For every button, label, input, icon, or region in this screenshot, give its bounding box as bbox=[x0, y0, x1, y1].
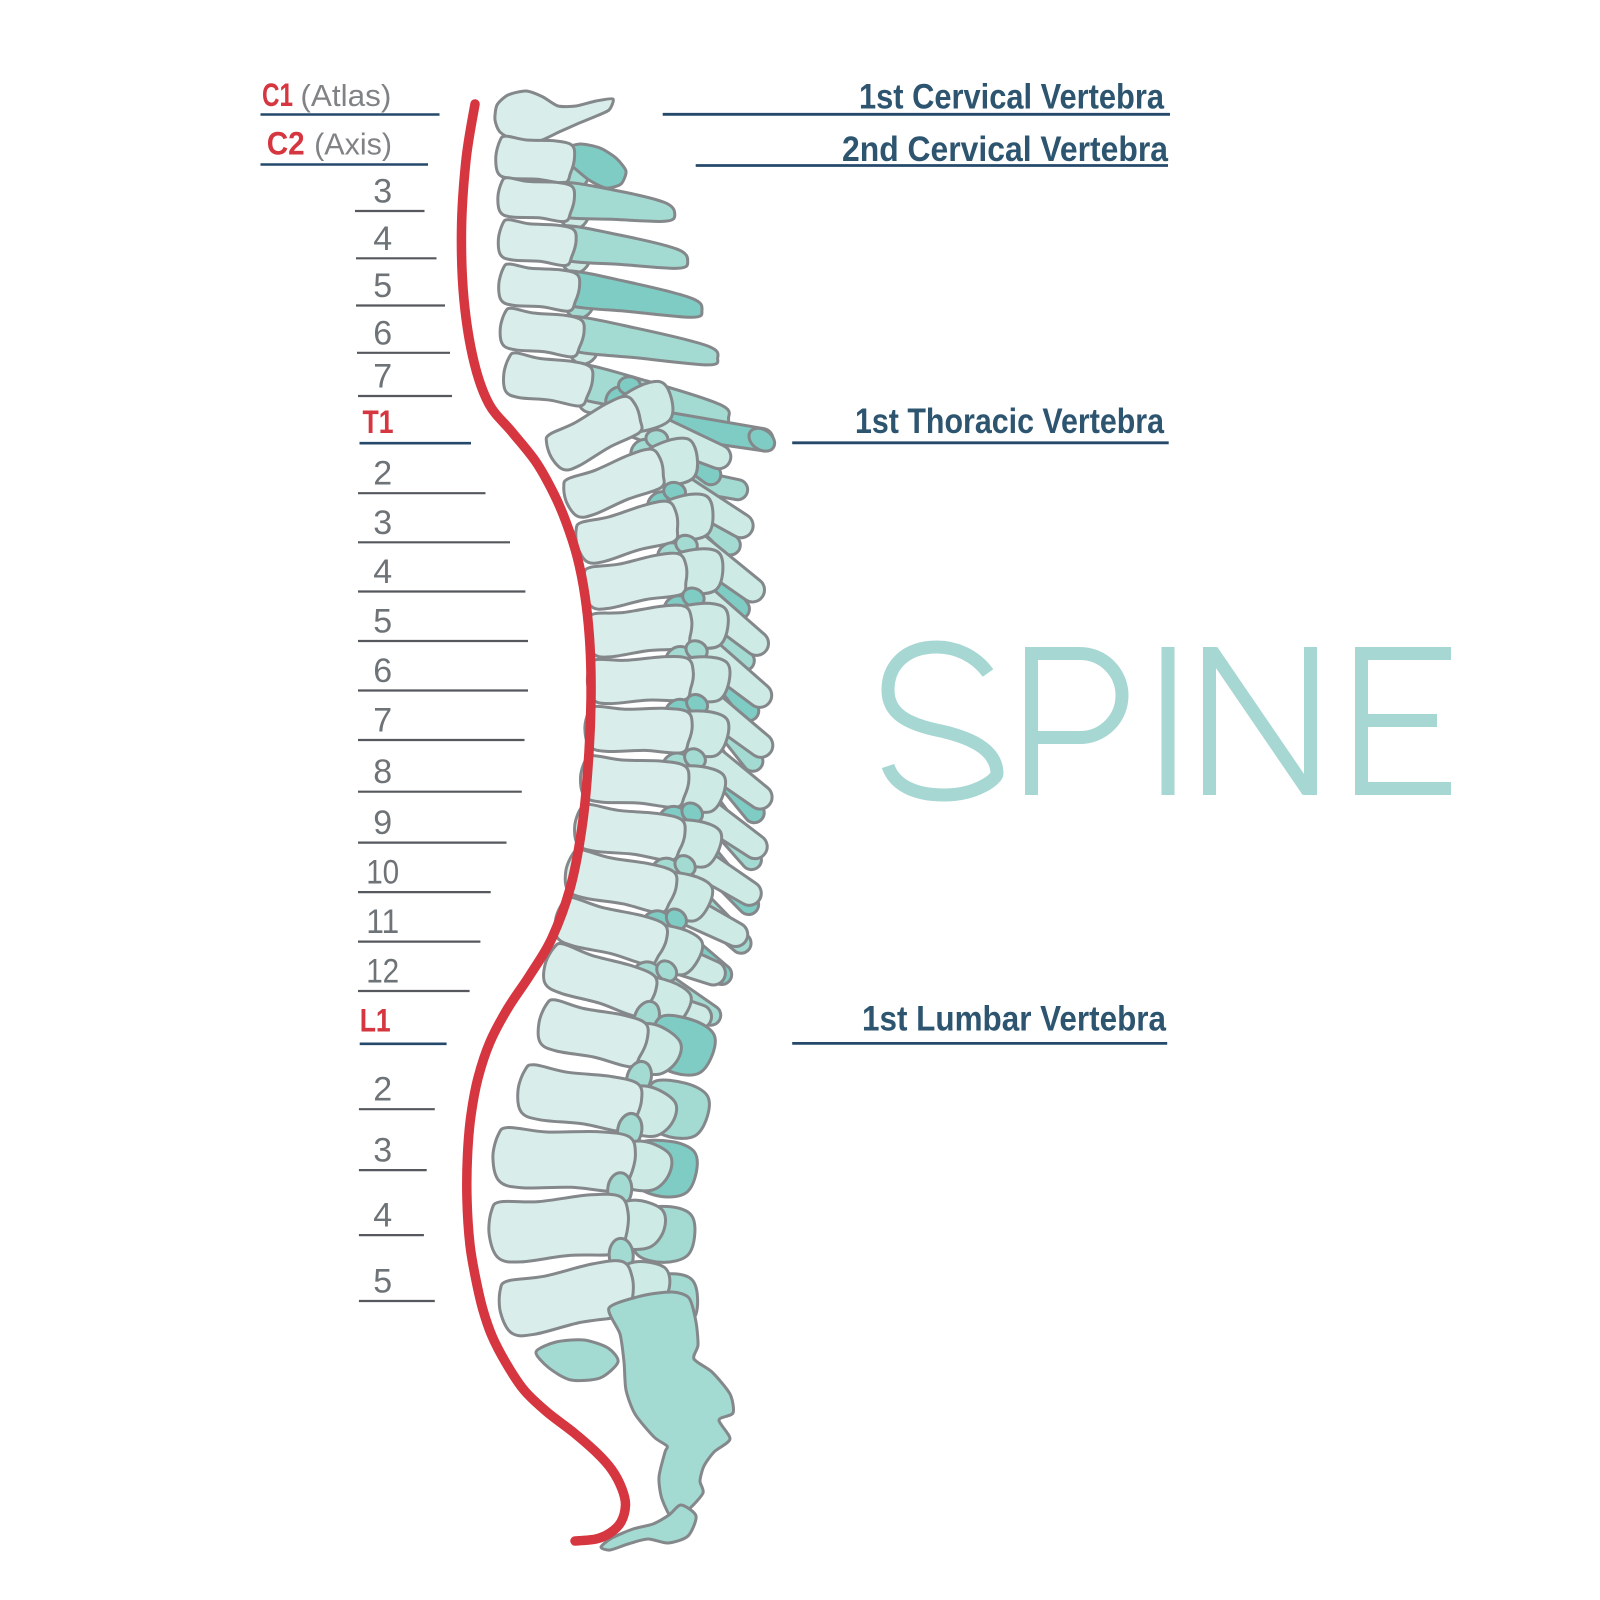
svg-text:3: 3 bbox=[373, 504, 392, 542]
svg-text:11: 11 bbox=[366, 903, 399, 941]
svg-text:10: 10 bbox=[366, 854, 399, 892]
svg-text:(Atlas): (Atlas) bbox=[300, 78, 391, 113]
svg-text:(Axis): (Axis) bbox=[314, 127, 392, 162]
svg-text:7: 7 bbox=[373, 702, 392, 740]
svg-text:1st Cervical Vertebra: 1st Cervical Vertebra bbox=[859, 78, 1164, 117]
svg-text:T1: T1 bbox=[363, 404, 394, 440]
svg-text:4: 4 bbox=[373, 220, 392, 258]
svg-text:4: 4 bbox=[373, 553, 392, 591]
svg-text:5: 5 bbox=[373, 267, 392, 305]
svg-text:2nd Cervical Vertebra: 2nd Cervical Vertebra bbox=[842, 130, 1168, 169]
svg-text:C2: C2 bbox=[267, 126, 305, 162]
svg-text:2: 2 bbox=[373, 455, 392, 493]
svg-text:9: 9 bbox=[373, 804, 392, 842]
svg-text:8: 8 bbox=[373, 753, 392, 791]
svg-text:6: 6 bbox=[373, 314, 392, 352]
svg-text:6: 6 bbox=[373, 652, 392, 690]
svg-text:3: 3 bbox=[373, 173, 392, 211]
svg-text:L1: L1 bbox=[360, 1003, 391, 1039]
svg-text:3: 3 bbox=[373, 1132, 392, 1170]
svg-text:5: 5 bbox=[373, 1263, 392, 1301]
svg-text:5: 5 bbox=[373, 603, 392, 641]
svg-text:7: 7 bbox=[373, 358, 392, 396]
svg-text:12: 12 bbox=[366, 953, 399, 991]
svg-text:2: 2 bbox=[373, 1071, 392, 1109]
svg-text:4: 4 bbox=[373, 1197, 392, 1235]
svg-text:C1: C1 bbox=[262, 77, 293, 113]
svg-text:1st Thoracic Vertebra: 1st Thoracic Vertebra bbox=[855, 402, 1164, 441]
svg-text:1st Lumbar Vertebra: 1st Lumbar Vertebra bbox=[862, 1000, 1166, 1039]
